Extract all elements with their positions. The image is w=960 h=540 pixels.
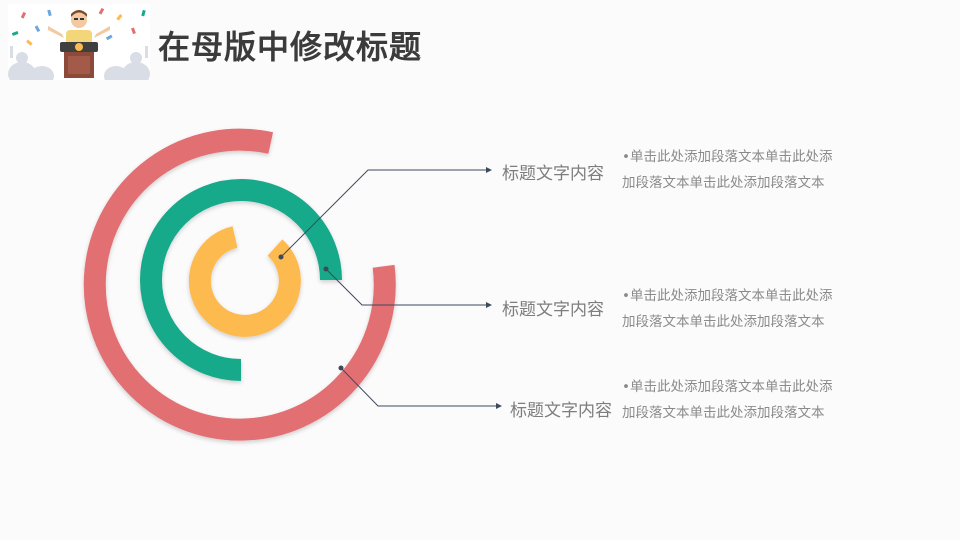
connector-arrow-1 (486, 167, 492, 173)
connector-dot-3 (338, 365, 344, 371)
confetti (11, 7, 146, 46)
podium (60, 42, 98, 78)
outer-ring[interactable] (83, 128, 396, 441)
connector-line-1 (280, 169, 486, 258)
connector-dot-2 (323, 266, 329, 272)
item-desc-3-line-1: •单击此处添加段落文本单击此处添 (622, 379, 833, 395)
connector-arrow-2 (486, 302, 492, 308)
item-title-1[interactable]: 标题文字内容 (502, 164, 604, 184)
item-desc-2-line-1: •单击此处添加段落文本单击此处添 (622, 288, 833, 304)
item-title-2[interactable]: 标题文字内容 (502, 300, 604, 320)
connector-dot-1 (278, 254, 284, 260)
item-desc-3[interactable]: •单击此处添加段落文本单击此处添 加段落文本单击此处添加段落文本 (622, 374, 854, 426)
connector-line-3 (340, 367, 496, 407)
item-title-3[interactable]: 标题文字内容 (510, 401, 612, 421)
item-desc-1[interactable]: •单击此处添加段落文本单击此处添 加段落文本单击此处添加段落文本 (622, 144, 854, 196)
item-desc-3-line-2: 加段落文本单击此处添加段落文本 (622, 405, 825, 421)
item-desc-2-line-2: 加段落文本单击此处添加段落文本 (622, 314, 825, 330)
connector-arrow-3 (496, 403, 502, 409)
item-desc-2[interactable]: •单击此处添加段落文本单击此处添 加段落文本单击此处添加段落文本 (622, 283, 854, 335)
middle-ring[interactable] (140, 179, 342, 381)
item-desc-1-line-2: 加段落文本单击此处添加段落文本 (622, 175, 825, 191)
crowd (8, 46, 150, 80)
item-desc-1-line-1: •单击此处添加段落文本单击此处添 (622, 149, 833, 165)
speaker-at-podium-icon (8, 4, 150, 80)
page-title[interactable]: 在母版中修改标题 (158, 28, 423, 66)
connector-line-2 (325, 268, 486, 306)
inner-ring[interactable] (188, 226, 301, 337)
